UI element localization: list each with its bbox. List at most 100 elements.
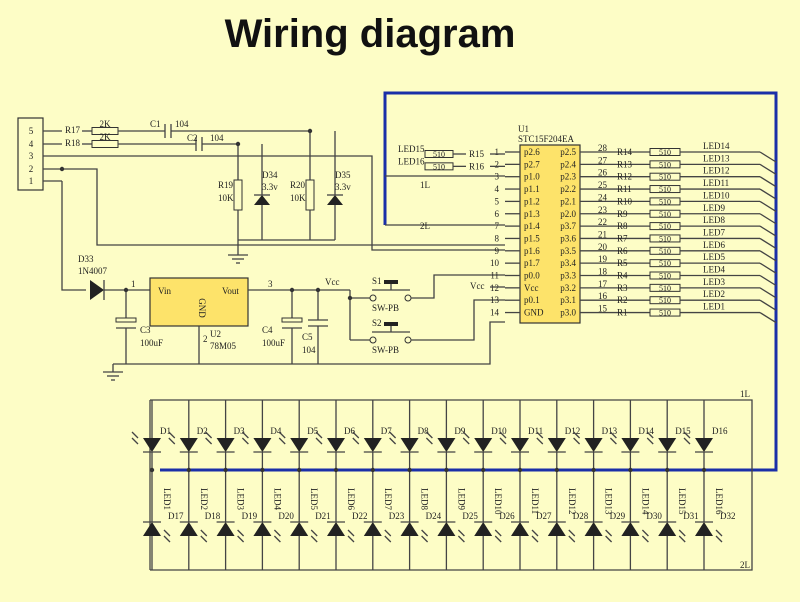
led-diode-bottom [400,522,419,536]
mcu-pin-name: p3.6 [560,233,576,243]
resistor-value: 510 [659,210,671,219]
diode-label: D14 [638,426,654,436]
resistor-label: R20 [290,180,306,190]
mcu-pin-number: 9 [495,246,500,256]
diode-value: 3.3v [262,182,278,192]
diode-label: D2 [197,426,208,436]
wire [740,470,753,571]
mcu-pin-number: 18 [598,267,608,277]
column-led-label: LED5 [309,488,319,510]
mcu-pin-name: p2.4 [560,159,576,169]
diode-label: D33 [78,254,94,264]
resistor-value: 510 [433,162,445,171]
mcu-pin-number: 15 [598,304,608,314]
wire [759,213,777,225]
mcu-pin-name: p2.2 [560,184,576,194]
led-net-label: LED2 [703,289,725,299]
pin-number: 1 [131,279,136,289]
light-ray [678,529,686,537]
regulator-value: 78M05 [210,341,237,351]
junction-dot [701,467,707,473]
connector-block [17,117,44,191]
regulator-vout-label: Vout [222,286,239,296]
resistor-label: R1 [617,308,628,318]
led-diode-bottom [290,522,309,536]
pin-number: 2 [203,334,208,344]
diode-label: D17 [168,511,184,521]
light-ray [237,529,245,537]
light-ray [609,437,617,445]
mcu-pin-number: 22 [598,217,607,227]
mcu-pin-name: p2.6 [524,147,540,157]
diode-label: D23 [389,511,405,521]
switch-s2-wire [411,299,505,341]
light-ray [421,535,429,543]
light-ray [278,431,286,439]
light-ray [273,535,281,543]
resistor-label: R19 [218,180,234,190]
led-diode-top [584,438,603,452]
light-ray [494,535,502,543]
led-net-label: LED1 [703,302,725,312]
mcu-pin-number: 23 [598,205,608,215]
led-diode-top [143,438,161,452]
switch-label: S2 [372,318,382,328]
resistor-label: R9 [617,209,628,219]
diode-label: D12 [565,426,581,436]
junction-dot [333,467,339,473]
wire [759,250,777,262]
light-ray [573,431,581,439]
connector-pin-label: 2 [29,164,34,174]
mcu-pin-number: 20 [598,242,608,252]
mcu-pin-number: 2 [495,159,500,169]
light-ray [384,529,392,537]
switch-contact [404,294,412,302]
resistor-value: 510 [659,185,671,194]
capacitor-label: C1 [150,119,161,129]
led-diode-bottom [584,522,603,536]
diode-label: D9 [454,426,465,436]
light-ray [168,437,176,445]
mcu-pin-number: 16 [598,291,608,301]
light-ray [499,431,507,439]
diode-label: D8 [418,426,429,436]
led-diode-bottom [327,522,345,536]
connector-pin-label: 1 [29,176,34,186]
junction-dot [665,467,670,473]
diode-label: D19 [242,511,258,521]
mcu-pin-name: p1.7 [524,258,540,268]
led-diode-top [474,438,493,452]
mcu-pin-number: 6 [495,209,500,219]
resistor-label: R3 [617,283,628,293]
wire [759,188,777,200]
diode-label: D13 [602,426,618,436]
light-ray [457,529,465,537]
mcu-chip [519,144,581,324]
zener-diode-d34 [254,195,270,205]
mcu-pin-number: 5 [495,196,500,206]
resistor-value: 510 [659,309,671,318]
light-ray [389,437,397,445]
diode-label: D22 [352,511,368,521]
switch-type: SW-PB [372,303,399,313]
led-net-label: LED14 [703,141,730,151]
led-net-label: LED12 [703,166,730,176]
resistor-value: 10K [290,193,306,203]
mcu-pin-name: p3.5 [560,246,576,256]
junction-dot [223,467,228,473]
led-net-label: LED16 [398,156,425,166]
mcu-pin-name: p1.5 [524,233,540,243]
vcc-label: Vcc [470,281,485,291]
resistor-label: R7 [617,233,628,243]
mcu-pin-name: p1.1 [524,184,540,194]
light-ray [568,529,576,537]
wire [759,163,777,175]
column-led-label: LED9 [456,488,466,510]
junction-dot [297,467,302,473]
diode-label: D29 [610,511,626,521]
led-diode-top [658,438,677,452]
diode-value: 3.3v [335,182,351,192]
light-ray [241,431,249,439]
capacitor-value: 104 [175,119,189,129]
